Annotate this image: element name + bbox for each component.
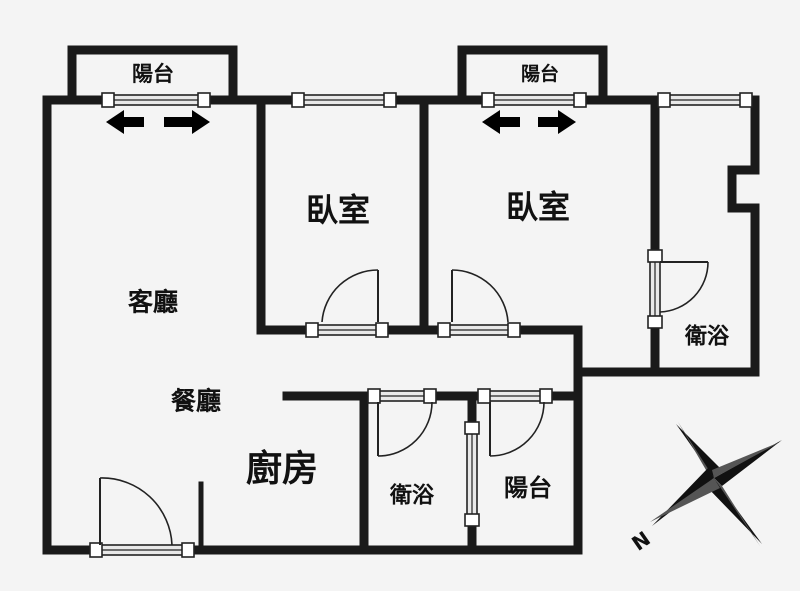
room-label-bedroom-1: 臥室 <box>306 191 370 229</box>
exterior-walls <box>42 95 760 555</box>
sliding-door-bedroom-2 <box>437 322 521 338</box>
balcony-top-left <box>67 45 238 105</box>
swing-door-bathroom-right <box>659 261 709 313</box>
room-label-bedroom-2: 臥室 <box>506 188 570 226</box>
room-label-dining-room: 餐廳 <box>171 387 221 416</box>
window-balcony-left <box>101 92 211 108</box>
room-label-bathroom-right: 衛浴 <box>684 324 730 350</box>
sliding-door-balcony-bottom <box>477 388 553 404</box>
compass-rose-icon <box>650 422 782 546</box>
sliding-door-bathroom-right <box>647 249 663 329</box>
room-label-balcony-top-left: 陽台 <box>132 62 174 86</box>
room-label-bathroom-bottom: 衛浴 <box>389 483 435 509</box>
swing-door-balcony-bottom <box>489 401 545 457</box>
double-arrow-icon <box>106 110 210 134</box>
compass-north-label: N <box>627 526 654 555</box>
room-label-balcony-bottom: 陽台 <box>504 474 552 502</box>
interior-walls <box>198 95 660 555</box>
room-label-living-room: 客廳 <box>128 288 178 317</box>
swing-door-bedroom-1 <box>321 269 379 323</box>
window-entry <box>89 542 195 558</box>
sliding-door-bedroom-1 <box>305 322 389 338</box>
window-balcony-right <box>481 92 587 108</box>
room-label-kitchen: 廚房 <box>246 448 318 490</box>
window-bedroom-1 <box>291 92 397 108</box>
swing-door-bedroom-2 <box>451 269 509 323</box>
sliding-door-bathroom-bottom <box>367 388 437 404</box>
sliding-door-between-bath-balcony <box>464 421 480 527</box>
double-arrow-icon <box>482 110 576 134</box>
swing-door-entry <box>99 477 173 546</box>
swing-door-bathroom-bottom <box>377 401 433 457</box>
window-bathroom-right <box>657 92 753 108</box>
balcony-top-right <box>457 45 608 105</box>
room-label-balcony-top-right: 陽台 <box>521 62 559 85</box>
